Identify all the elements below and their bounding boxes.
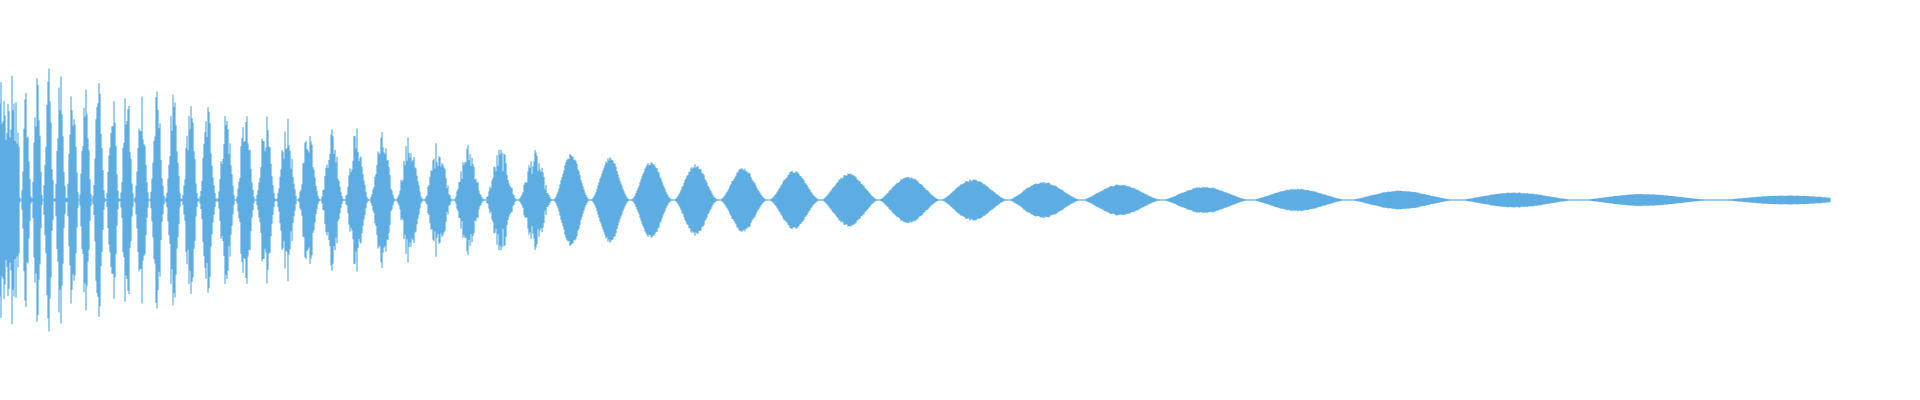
waveform-peaks [0,68,1831,332]
